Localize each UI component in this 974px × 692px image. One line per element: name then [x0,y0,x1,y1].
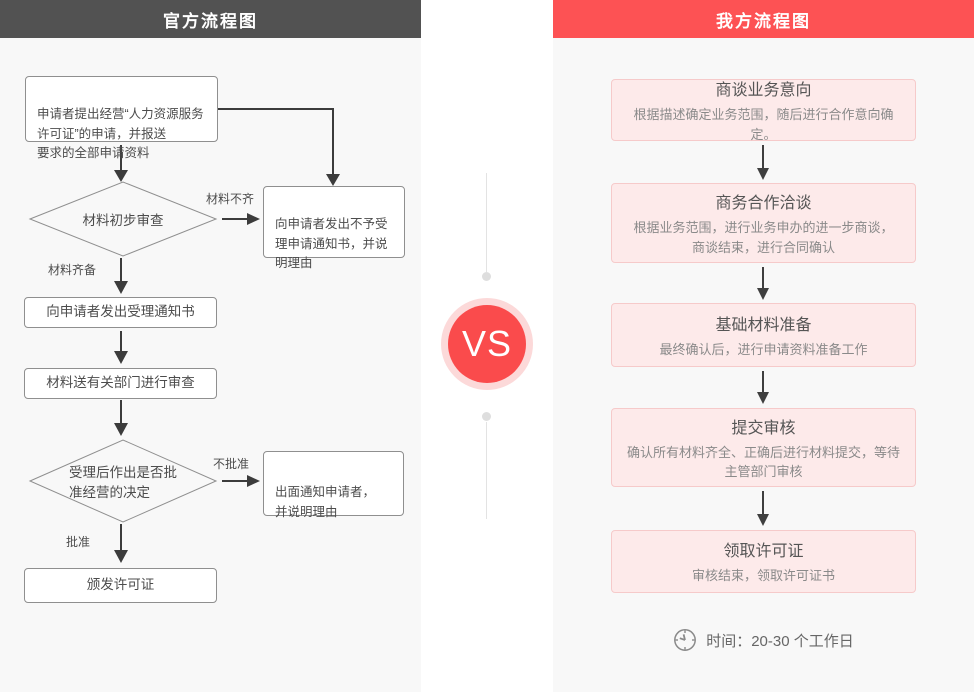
step-5-title: 领取许可证 [723,543,804,561]
flow-node-reject1-text: 向申请者发出不予受 理申请通知书，并说 明理由 [275,217,388,271]
vs-top-dot [482,272,491,281]
step-3-title: 基础材料准备 [715,316,812,334]
arrow-approved-down [114,524,128,563]
flow-node-reject1: 向申请者发出不予受 理申请通知书，并说 明理由 [263,186,405,270]
flow-node-decision2-text: 受理后作出是否批 准经营的决定 [69,465,177,500]
flow-node-accept-notice: 向申请者发出受理通知书 [24,297,217,328]
branch-connector-arrow [217,108,340,186]
edge-label-incomplete: 材料不齐 [206,192,255,206]
official-flow-panel: 官方流程图 [0,0,421,692]
flow-node-reject2: 出面通知申请者， 并说明理由 [263,451,404,519]
flow-node-decision1: 材料初步审查 [30,182,216,256]
arrow-notapproved-right [222,475,260,487]
step-box-1: 商谈业务意向 根据描述确定业务范围，随后进行合作意向确定。 [611,79,916,142]
flow-node-review: 材料送有关部门进行审查 [24,368,217,399]
flow-node-review-text: 材料送有关部门进行审查 [46,375,195,391]
arrow-incomplete-right [222,213,260,225]
vs-badge-inner: VS [448,305,526,383]
step-4-desc: 确认所有材料齐全、正确后进行材料提交，等待 主管部门审核 [626,444,900,480]
arrow-review-to-decision2 [114,400,128,436]
vs-top-line [486,173,487,272]
processing-time-text: 时间：20-30 个工作日 [706,632,854,650]
step-1-title: 商谈业务意向 [715,82,812,99]
processing-time-footer: 时间：20-30 个工作日 [611,625,916,655]
step-5-desc: 审核结束，领取许可证书 [691,568,835,584]
step-box-5: 领取许可证 审核结束，领取许可证书 [611,530,916,593]
flow-node-reject2-text: 出面通知申请者， 并说明理由 [275,485,376,519]
edge-label-complete: 材料齐备 [48,263,97,277]
step-box-2: 商务合作洽谈 根据业务范围，进行业务申办的进一步商谈， 商谈结束，进行合同确认 [611,183,916,263]
step-box-3: 基础材料准备 最终确认后，进行申请资料准备工作 [611,303,916,367]
official-panel-header: 官方流程图 [0,0,421,38]
flow-node-start-text: 申请者提出经营“人力资源服务 许可证”的申请，并报送 要求的全部申请资料 [37,107,204,161]
step-2-title: 商务合作洽谈 [715,195,812,212]
flow-node-license-text: 颁发许可证 [86,577,155,593]
flow-node-decision2: 受理后作出是否批 准经营的决定 [30,440,216,522]
step-box-4: 提交审核 确认所有材料齐全、正确后进行材料提交，等待 主管部门审核 [611,408,916,487]
step-1-desc: 根据描述确定业务范围，随后进行合作意向确定。 [633,107,894,142]
edge-label-not-approved: 不批准 [213,457,250,471]
step-2-desc: 根据业务范围，进行业务申办的进一步商谈， 商谈结束，进行合同确认 [633,220,894,255]
step-3-desc: 最终确认后，进行申请资料准备工作 [659,341,868,357]
edge-label-approved: 批准 [66,535,91,549]
flow-node-accept-notice-text: 向申请者发出受理通知书 [46,304,195,320]
clock-icon [674,629,697,651]
vs-bottom-line [486,422,487,519]
official-panel-title: 官方流程图 [163,11,258,31]
our-panel-title: 我方流程图 [716,11,811,31]
our-panel-header: 我方流程图 [553,0,974,38]
arrow-notice-to-review [114,331,128,364]
flow-node-start: 申请者提出经营“人力资源服务 许可证”的申请，并报送 要求的全部申请资料 [25,76,218,160]
vs-bottom-dot [482,412,491,421]
vs-badge: VS [441,298,533,390]
arrow-complete-down [114,258,128,294]
vs-badge-label: VS [461,323,513,364]
flow-node-decision1-text: 材料初步审查 [82,213,164,228]
flow-node-license: 颁发许可证 [24,568,217,603]
step-4-title: 提交审核 [731,419,796,437]
